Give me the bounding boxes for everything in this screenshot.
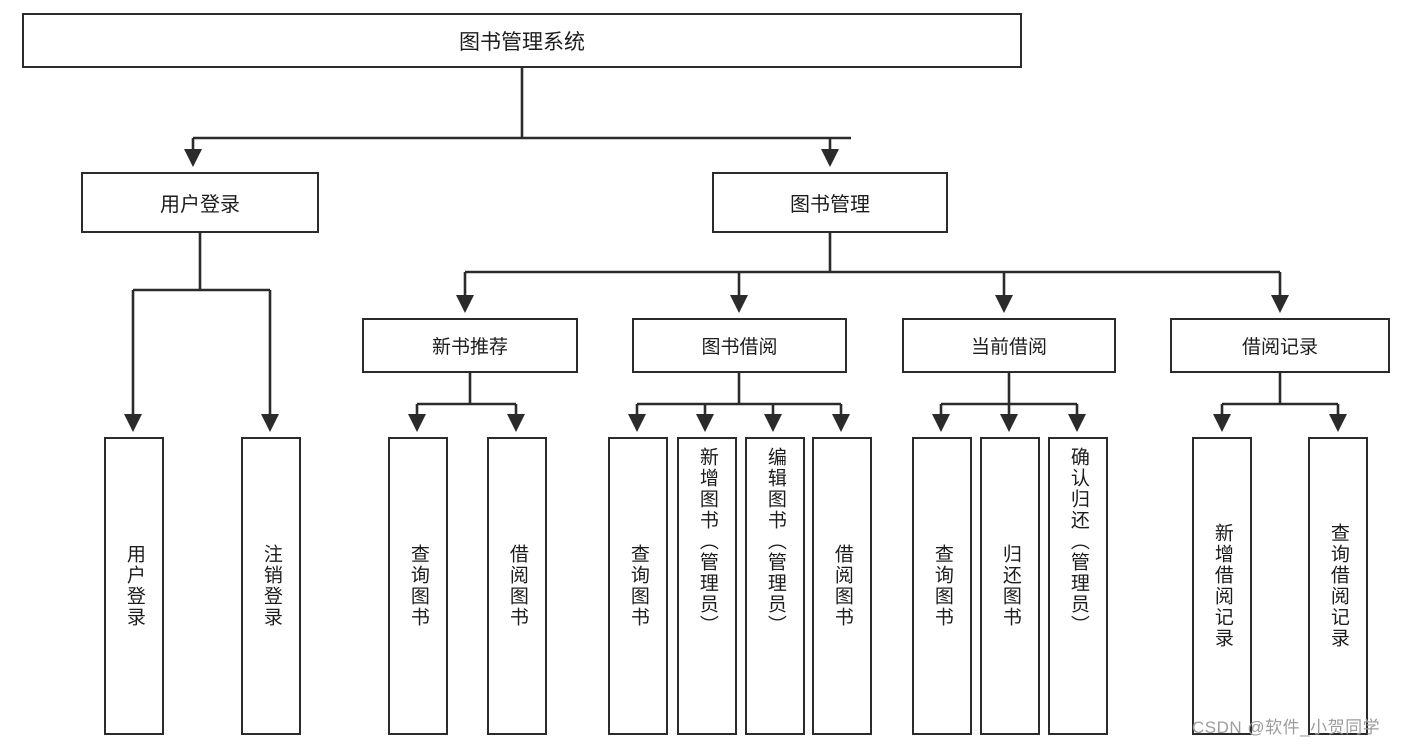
leaf-book-borrow-3[interactable]: 编辑图书（管理员） [745, 437, 805, 735]
node-root[interactable]: 图书管理系统 [22, 13, 1022, 68]
leaf-book-borrow-2-label: 新增图书（管理员） [696, 447, 718, 636]
leaf-book-borrow-4[interactable]: 借阅图书 [812, 437, 872, 735]
watermark: CSDN @软件_小贺同学 [1192, 718, 1381, 737]
leaf-new-book-2-label: 借阅图书 [506, 544, 528, 628]
leaf-book-borrow-1[interactable]: 查询图书 [608, 437, 668, 735]
leaf-borrow-record-2-label: 查询借阅记录 [1327, 523, 1349, 649]
leaf-user-login-1-label: 用户登录 [123, 544, 145, 628]
leaf-user-login-2[interactable]: 注销登录 [241, 437, 301, 735]
leaf-current-borrow-3[interactable]: 确认归还（管理员） [1048, 437, 1108, 735]
leaf-borrow-record-2[interactable]: 查询借阅记录 [1308, 437, 1368, 735]
leaf-current-borrow-1[interactable]: 查询图书 [912, 437, 972, 735]
leaf-borrow-record-1-label: 新增借阅记录 [1211, 523, 1233, 649]
leaf-book-borrow-4-label: 借阅图书 [831, 544, 853, 628]
leaf-user-login-2-label: 注销登录 [260, 544, 282, 628]
node-new-book-recommend-label: 新书推荐 [431, 337, 508, 358]
leaf-new-book-1-label: 查询图书 [407, 544, 429, 628]
node-borrow-record[interactable]: 借阅记录 [1170, 318, 1390, 373]
leaf-current-borrow-2-label: 归还图书 [999, 544, 1021, 628]
leaf-book-borrow-3-label: 编辑图书（管理员） [764, 447, 786, 636]
leaf-current-borrow-3-label: 确认归还（管理员） [1067, 447, 1089, 636]
leaf-current-borrow-1-label: 查询图书 [931, 544, 953, 628]
node-user-login-label: 用户登录 [160, 194, 240, 216]
node-root-label: 图书管理系统 [459, 30, 585, 54]
leaf-new-book-2[interactable]: 借阅图书 [487, 437, 547, 735]
node-book-manage[interactable]: 图书管理 [712, 172, 948, 233]
node-current-borrow[interactable]: 当前借阅 [902, 318, 1116, 373]
leaf-book-borrow-2[interactable]: 新增图书（管理员） [677, 437, 737, 735]
node-user-login[interactable]: 用户登录 [81, 172, 319, 233]
leaf-new-book-1[interactable]: 查询图书 [388, 437, 448, 735]
leaf-borrow-record-1[interactable]: 新增借阅记录 [1192, 437, 1252, 735]
node-new-book-recommend[interactable]: 新书推荐 [362, 318, 578, 373]
node-book-borrow[interactable]: 图书借阅 [632, 318, 847, 373]
leaf-book-borrow-1-label: 查询图书 [627, 544, 649, 628]
node-book-manage-label: 图书管理 [790, 194, 870, 216]
node-current-borrow-label: 当前借阅 [970, 337, 1047, 358]
leaf-user-login-1[interactable]: 用户登录 [104, 437, 164, 735]
node-borrow-record-label: 借阅记录 [1241, 337, 1318, 358]
node-book-borrow-label: 图书借阅 [701, 337, 778, 358]
leaf-current-borrow-2[interactable]: 归还图书 [980, 437, 1040, 735]
